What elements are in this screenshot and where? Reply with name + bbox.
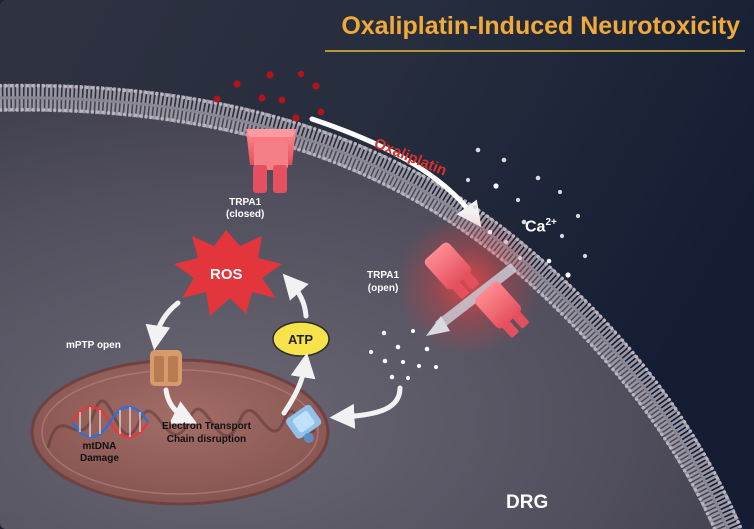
mtdna-label-line2: Damage (80, 453, 119, 464)
etc-label-line2: Chain disruption (166, 434, 247, 445)
ros-burst-icon (174, 230, 282, 316)
calcium-charge: 2+ (545, 217, 557, 228)
trpa1-open-state: (open) (367, 283, 399, 294)
etc-complex-icon (286, 404, 322, 443)
calcium-label: Ca2+ (525, 217, 557, 236)
mtdna-label-line1: mtDNA (82, 441, 117, 452)
mptp-pore-icon (150, 350, 182, 386)
trpa1-open-channel (424, 242, 529, 338)
mitochondrion (30, 358, 330, 506)
dna-helix-icon (70, 405, 150, 439)
trpa1-open-label: TRPA1 (open) (367, 269, 399, 295)
calcium-influx-arrow (434, 263, 518, 330)
calcium-ions-inside (368, 328, 439, 381)
oxaliplatin-arrow (309, 116, 482, 228)
page-title: Oxaliplatin-Induced Neurotoxicity (341, 12, 740, 40)
trpa1-open-name: TRPA1 (367, 270, 400, 281)
etc-label-line1: Electron Transport (162, 421, 251, 432)
mtdna-label: mtDNA Damage (80, 441, 119, 465)
cycle-arrows (145, 273, 403, 429)
calcium-symbol: Ca (525, 218, 546, 236)
atp-label: ATP (288, 332, 314, 347)
title-underline (325, 50, 745, 52)
drg-label: DRG (506, 492, 549, 513)
trpa1-closed-name: TRPA1 (229, 197, 262, 208)
oxaliplatin-molecules (213, 70, 325, 122)
trpa1-closed-state: (closed) (226, 209, 265, 220)
ros-label: ROS (210, 266, 243, 283)
mptp-label: mPTP open (66, 340, 121, 351)
trpa1-closed-channel (246, 129, 296, 193)
trpa1-closed-label: TRPA1 (closed) (226, 197, 264, 221)
etc-label: Electron Transport Chain disruption (162, 420, 251, 446)
